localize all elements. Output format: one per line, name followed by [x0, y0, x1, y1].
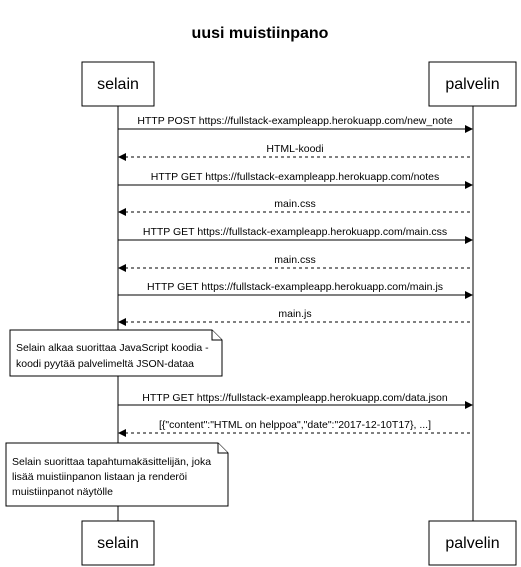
arrowhead-left-icon: [118, 153, 126, 161]
arrowhead-right-icon: [465, 181, 473, 189]
participant-palvelin-top: palvelin: [428, 61, 517, 107]
participant-selain-top-label: selain: [97, 76, 139, 93]
note-2-line-2: lisää muistiinpanon listaan ja renderöi: [12, 471, 187, 483]
arrowhead-right-icon: [465, 401, 473, 409]
message-3: HTTP GET https://fullstack-exampleapp.he…: [118, 171, 473, 189]
message-9-label: HTTP GET https://fullstack-exampleapp.he…: [142, 392, 448, 404]
arrowhead-right-icon: [465, 291, 473, 299]
message-7: HTTP GET https://fullstack-exampleapp.he…: [118, 281, 473, 299]
message-5: HTTP GET https://fullstack-exampleapp.he…: [118, 226, 473, 244]
message-2-label: HTML-koodi: [266, 143, 323, 155]
arrowhead-right-icon: [465, 236, 473, 244]
note-1-line-2: koodi pyytää palvelimeltä JSON-dataa: [16, 358, 194, 370]
message-8: main.js: [118, 308, 473, 326]
message-9: HTTP GET https://fullstack-exampleapp.he…: [118, 392, 473, 409]
message-5-label: HTTP GET https://fullstack-exampleapp.he…: [143, 226, 447, 238]
arrowhead-left-icon: [118, 429, 126, 437]
note-2: Selain suorittaa tapahtumakäsittelijän, …: [5, 442, 229, 507]
message-3-label: HTTP GET https://fullstack-exampleapp.he…: [151, 171, 440, 183]
participant-palvelin-bottom: palvelin: [428, 520, 517, 566]
message-8-label: main.js: [278, 308, 311, 320]
message-6: main.css: [118, 254, 473, 272]
message-4-label: main.css: [274, 198, 315, 210]
participant-palvelin-top-label: palvelin: [445, 76, 499, 93]
arrowhead-left-icon: [118, 208, 126, 216]
participant-selain-bottom: selain: [81, 520, 155, 566]
message-10-label: [{"content":"HTML on helppoa","date":"20…: [159, 419, 431, 431]
arrowhead-left-icon: [118, 264, 126, 272]
participant-palvelin-bottom-label: palvelin: [445, 535, 499, 552]
message-4: main.css: [118, 198, 473, 216]
message-1-label: HTTP POST https://fullstack-exampleapp.h…: [137, 115, 453, 127]
diagram-title: uusi muistiinpano: [192, 25, 329, 42]
arrowhead-left-icon: [118, 318, 126, 326]
note-1-line-1: Selain alkaa suorittaa JavaScript koodia…: [16, 342, 209, 354]
message-1: HTTP POST https://fullstack-exampleapp.h…: [118, 115, 473, 133]
message-2: HTML-koodi: [118, 143, 473, 161]
message-6-label: main.css: [274, 254, 315, 266]
note-1: Selain alkaa suorittaa JavaScript koodia…: [9, 329, 223, 377]
message-10: [{"content":"HTML on helppoa","date":"20…: [118, 419, 473, 437]
arrowhead-right-icon: [465, 125, 473, 133]
note-2-line-3: muistiinpanot näytölle: [12, 486, 113, 498]
note-2-line-1: Selain suorittaa tapahtumakäsittelijän, …: [12, 456, 211, 468]
message-7-label: HTTP GET https://fullstack-exampleapp.he…: [147, 281, 443, 293]
participant-selain-bottom-label: selain: [97, 535, 139, 552]
participant-selain-top: selain: [81, 61, 155, 107]
